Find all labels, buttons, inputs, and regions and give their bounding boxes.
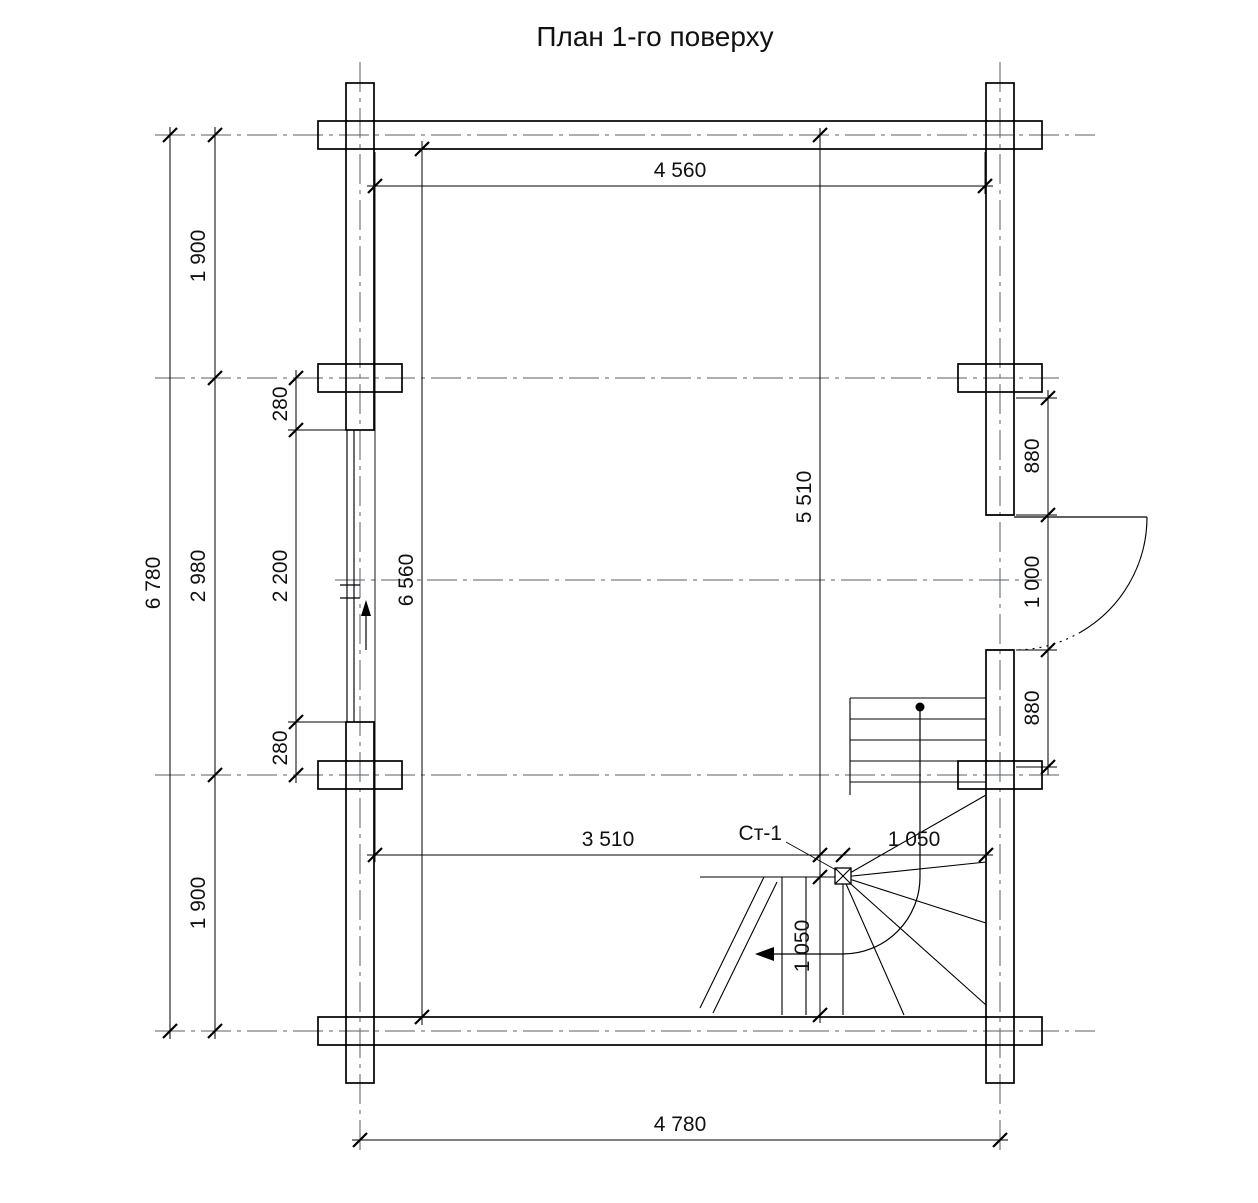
dim-tick	[288, 370, 304, 386]
dim-tick	[1040, 390, 1056, 406]
dim-tick	[992, 1132, 1008, 1148]
stair-winder-fan	[842, 794, 987, 1016]
dim-left-overall: 6 780	[142, 127, 178, 1039]
dim-text-280-top: 280	[269, 386, 292, 421]
dim-bottom-overall: 4 780	[352, 1113, 1008, 1148]
stair-upper-flight	[849, 697, 986, 795]
dim-tick	[367, 847, 383, 863]
door-right-wall	[986, 514, 1148, 651]
dim-1050-vertical: 1 050	[791, 855, 828, 1023]
dim-tick	[1040, 759, 1056, 775]
winder-tread	[842, 876, 905, 1016]
page-title: План 1-го поверху	[536, 21, 773, 52]
dim-interior-height: 6 560	[376, 141, 432, 1025]
dim-tick	[367, 178, 383, 194]
break-line	[712, 881, 778, 1014]
dim-5510: 5 510	[793, 127, 828, 863]
right-wall-crossing-lower	[957, 760, 1043, 790]
dim-tick	[812, 1007, 828, 1023]
post-cross	[834, 867, 852, 885]
dim-tick	[207, 767, 223, 783]
dim-text-4780: 4 780	[654, 1113, 707, 1136]
left-wall-crossing-lower	[317, 760, 403, 790]
right-wall-crossing-upper	[957, 363, 1043, 393]
dim-tick	[288, 714, 304, 730]
window-left-wall	[288, 429, 374, 723]
dim-text-2200: 2 200	[269, 550, 292, 603]
dim-text-1050-v: 1 050	[791, 920, 814, 973]
winder-tread	[842, 861, 987, 878]
winder-tread	[842, 794, 987, 878]
walkline	[757, 711, 921, 955]
column-label: Ст-1	[739, 822, 782, 845]
left-wall-crossing-upper	[317, 363, 403, 393]
dim-tick	[352, 1132, 368, 1148]
dim-stair-run: 3 510 1 050	[367, 828, 994, 863]
dim-text-880-top: 880	[1021, 438, 1044, 473]
axis-lines	[155, 62, 1095, 1155]
walkline-arrow-icon	[755, 947, 774, 961]
stair-post	[834, 867, 852, 885]
dim-text-4560: 4 560	[654, 159, 707, 182]
stair-lower-flight	[699, 876, 836, 1015]
dim-tick	[812, 869, 828, 885]
dim-text-1900-bottom: 1 900	[187, 877, 210, 930]
dim-tick	[1040, 507, 1056, 523]
dim-tick	[835, 847, 851, 863]
dim-tick	[288, 422, 304, 438]
dim-tick	[162, 1023, 178, 1039]
dim-text-280-bottom: 280	[269, 730, 292, 765]
dim-text-3510: 3 510	[582, 828, 635, 851]
dim-text-1900-top: 1 900	[187, 230, 210, 283]
door-swing-arc	[1080, 516, 1148, 633]
walkline-start-dot	[915, 702, 925, 712]
dim-text-1050-h: 1 050	[888, 828, 941, 851]
dim-tick	[978, 847, 994, 863]
dim-text-6780: 6 780	[142, 557, 165, 610]
dim-tick	[207, 127, 223, 143]
dim-tick	[207, 370, 223, 386]
dim-text-880-bottom: 880	[1021, 690, 1044, 725]
dim-top-width: 4 560	[367, 152, 993, 862]
dim-text-1000: 1 000	[1021, 556, 1044, 609]
winder-tread	[842, 876, 987, 1006]
dim-text-5510: 5 510	[793, 471, 816, 524]
dim-tick	[414, 141, 430, 157]
top-wall	[317, 120, 1043, 150]
walls	[317, 82, 1043, 1084]
dim-text-2980: 2 980	[187, 550, 210, 603]
break-line	[699, 876, 765, 1009]
dim-tick	[1040, 642, 1056, 658]
dim-left-segments: 1 900 2 980 1 900	[187, 127, 223, 1039]
dim-tick	[812, 127, 828, 143]
dim-tick	[207, 1023, 223, 1039]
dim-tick	[414, 1009, 430, 1025]
bottom-wall	[317, 1016, 1043, 1046]
dim-tick	[288, 767, 304, 783]
column-leader-line	[785, 841, 837, 871]
dim-window: 280 2 200 280	[269, 370, 304, 783]
dim-text-6560: 6 560	[395, 554, 418, 607]
winder-tread	[842, 876, 987, 924]
opening-direction-arrow-icon	[361, 600, 371, 616]
dim-tick	[977, 178, 993, 194]
staircase: Ст-1	[699, 697, 987, 1016]
dim-tick	[162, 127, 178, 143]
door-swing-arc-dotted	[1013, 631, 1081, 651]
dim-right-side: 880 1 000 880	[1016, 390, 1057, 775]
